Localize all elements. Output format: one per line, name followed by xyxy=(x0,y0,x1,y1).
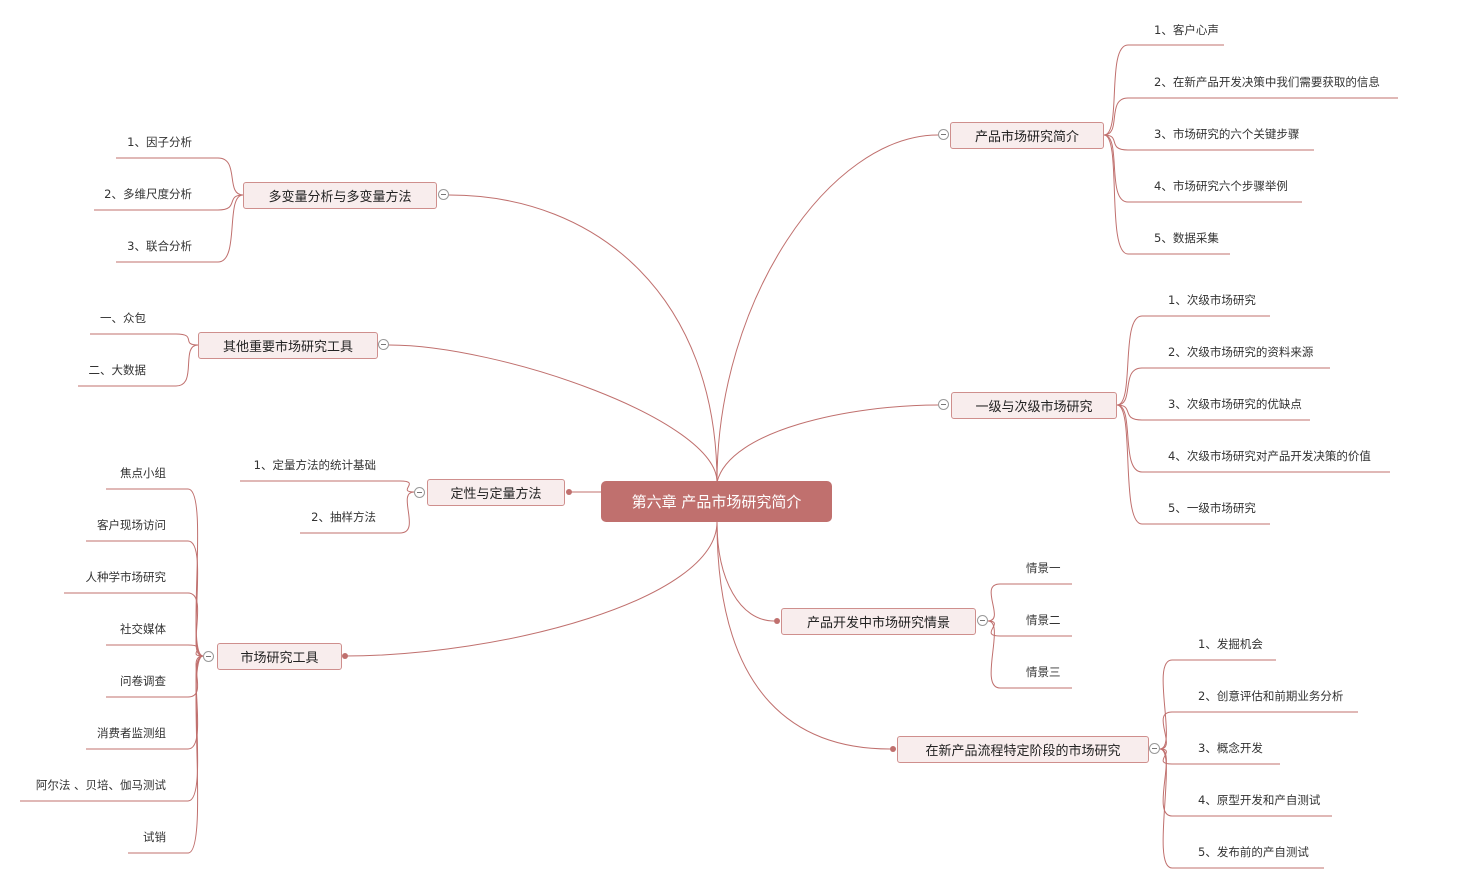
connector-line xyxy=(187,592,204,657)
leaf-item[interactable]: 消费者监测组 xyxy=(97,726,166,740)
leaf-item[interactable]: 4、原型开发和产自测试 xyxy=(1198,793,1321,807)
connector-line xyxy=(1103,97,1129,136)
branch-stage-specific-research[interactable]: 在新产品流程特定阶段的市场研究 xyxy=(897,736,1149,763)
connector-line xyxy=(187,644,204,657)
connector-line xyxy=(1159,659,1173,750)
leaf-item[interactable]: 5、发布前的产自测试 xyxy=(1198,845,1309,859)
leaf-item[interactable]: 1、次级市场研究 xyxy=(1168,293,1256,307)
connector-line xyxy=(987,583,1001,622)
leaf-item[interactable]: 情景二 xyxy=(1026,613,1061,627)
connector-line xyxy=(448,194,718,483)
collapse-toggle-icon[interactable] xyxy=(938,129,949,140)
branch-multivariate-analysis[interactable]: 多变量分析与多变量方法 xyxy=(243,182,437,209)
connector-line xyxy=(1116,404,1143,473)
leaf-item[interactable]: 1、发掘机会 xyxy=(1198,637,1263,651)
connector-dot xyxy=(774,618,780,624)
leaf-item[interactable]: 2、抽样方法 xyxy=(311,510,376,524)
leaf-item[interactable]: 人种学市场研究 xyxy=(85,570,167,584)
connector-line xyxy=(217,157,244,196)
leaf-item[interactable]: 1、客户心声 xyxy=(1154,23,1219,37)
connector-line xyxy=(1103,134,1129,255)
connector-line xyxy=(1116,367,1143,406)
connector-line xyxy=(175,344,199,387)
leaf-item[interactable]: 3、概念开发 xyxy=(1198,741,1263,755)
leaf-item[interactable]: 情景一 xyxy=(1026,561,1061,575)
connector-line xyxy=(1159,748,1173,869)
connector-line xyxy=(1116,404,1143,525)
connector-line xyxy=(716,404,939,483)
connector-line xyxy=(175,333,199,346)
collapse-toggle-icon[interactable] xyxy=(938,399,949,410)
leaf-item[interactable]: 3、市场研究的六个关键步骤 xyxy=(1154,127,1300,141)
connector-line xyxy=(217,194,244,211)
connector-line xyxy=(187,655,204,802)
connector-line xyxy=(987,620,1001,637)
root-topic[interactable]: 第六章 产品市场研究简介 xyxy=(601,481,832,522)
leaf-item[interactable]: 1、定量方法的统计基础 xyxy=(253,458,376,472)
connector-line xyxy=(1103,134,1129,203)
leaf-item[interactable]: 3、次级市场研究的优缺点 xyxy=(1168,397,1302,411)
connector-line xyxy=(344,521,718,657)
leaf-item[interactable]: 焦点小组 xyxy=(120,466,166,480)
collapse-toggle-icon[interactable] xyxy=(414,487,425,498)
connector-dot xyxy=(890,746,896,752)
leaf-item[interactable]: 客户现场访问 xyxy=(97,518,166,532)
leaf-item[interactable]: 2、次级市场研究的资料来源 xyxy=(1168,345,1314,359)
connector-line xyxy=(1103,134,1129,151)
branch-other-research-tools[interactable]: 其他重要市场研究工具 xyxy=(198,332,378,359)
leaf-item[interactable]: 3、联合分析 xyxy=(127,239,192,253)
branch-research-scenarios[interactable]: 产品开发中市场研究情景 xyxy=(781,608,976,635)
leaf-item[interactable]: 情景三 xyxy=(1026,665,1061,679)
connector-line xyxy=(1116,404,1143,421)
connector-line xyxy=(716,521,775,622)
connector-line xyxy=(388,344,718,483)
collapse-toggle-icon[interactable] xyxy=(1149,743,1160,754)
connector-line xyxy=(1159,748,1173,817)
connector-line xyxy=(187,655,204,854)
connector-line xyxy=(1159,711,1173,750)
leaf-item[interactable]: 2、创意评估和前期业务分析 xyxy=(1198,689,1344,703)
leaf-item[interactable]: 4、市场研究六个步骤举例 xyxy=(1154,179,1288,193)
leaf-item[interactable]: 阿尔法 、贝培、伽马测试 xyxy=(35,778,166,792)
connector-dot xyxy=(566,489,572,495)
connector-line xyxy=(399,491,415,534)
branch-primary-secondary-research[interactable]: 一级与次级市场研究 xyxy=(951,392,1117,419)
connector-line xyxy=(399,480,415,493)
connector-line xyxy=(716,134,939,483)
connector-dot xyxy=(342,653,348,659)
leaf-item[interactable]: 问卷调查 xyxy=(120,674,166,688)
leaf-item[interactable]: 2、在新产品开发决策中我们需要获取的信息 xyxy=(1154,75,1380,89)
connector-line xyxy=(187,655,204,698)
connector-line xyxy=(217,194,244,263)
leaf-item[interactable]: 试销 xyxy=(143,830,166,844)
connector-line xyxy=(987,620,1001,689)
collapse-toggle-icon[interactable] xyxy=(438,189,449,200)
connector-line xyxy=(1159,748,1173,765)
branch-market-research-tools[interactable]: 市场研究工具 xyxy=(217,643,342,670)
leaf-item[interactable]: 社交媒体 xyxy=(120,622,166,636)
connector-line xyxy=(1103,44,1129,136)
connector-line xyxy=(187,540,204,657)
branch-qualitative-quantitative[interactable]: 定性与定量方法 xyxy=(427,479,565,506)
leaf-item[interactable]: 一、众包 xyxy=(100,311,146,325)
connector-line xyxy=(187,488,204,657)
branch-product-market-research-intro[interactable]: 产品市场研究简介 xyxy=(950,122,1104,149)
collapse-toggle-icon[interactable] xyxy=(378,339,389,350)
leaf-item[interactable]: 5、一级市场研究 xyxy=(1168,501,1256,515)
connector-line xyxy=(1116,315,1143,406)
leaf-item[interactable]: 1、因子分析 xyxy=(127,135,192,149)
leaf-item[interactable]: 4、次级市场研究对产品开发决策的价值 xyxy=(1168,449,1371,463)
leaf-item[interactable]: 2、多维尺度分析 xyxy=(104,187,192,201)
leaf-item[interactable]: 5、数据采集 xyxy=(1154,231,1219,245)
connector-line xyxy=(187,655,204,750)
connector-line xyxy=(716,521,891,750)
collapse-toggle-icon[interactable] xyxy=(977,615,988,626)
collapse-toggle-icon[interactable] xyxy=(203,651,214,662)
leaf-item[interactable]: 二、大数据 xyxy=(88,363,147,377)
